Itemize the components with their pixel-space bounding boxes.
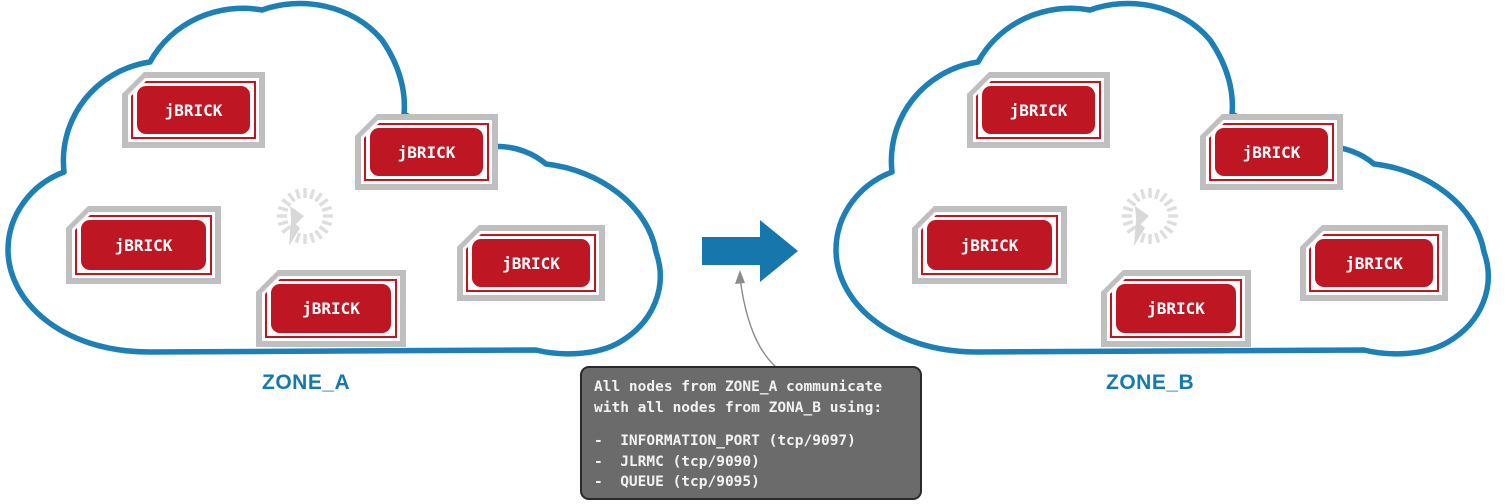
zone-b-label: ZONE_B	[1106, 371, 1195, 394]
node-label: jBRICK	[1242, 142, 1301, 162]
zone-a-label: ZONE_A	[262, 371, 351, 394]
jbrick-node[interactable]: jBRICK	[66, 206, 221, 284]
node-red-outline	[1309, 234, 1439, 292]
node-body: jBRICK	[1116, 284, 1236, 333]
node-body: jBRICK	[137, 86, 250, 134]
node-red-outline	[921, 215, 1058, 275]
node-body: jBRICK	[927, 220, 1052, 270]
node-red-outline	[1209, 123, 1334, 181]
node-body: jBRICK	[1215, 128, 1328, 176]
jbrick-node[interactable]: jBRICK	[912, 206, 1067, 284]
jbrick-node[interactable]: jBRICK	[122, 72, 265, 148]
jbrick-node[interactable]: jBRICK	[256, 270, 406, 347]
node-body: jBRICK	[1315, 239, 1433, 287]
node-red-outline	[976, 81, 1101, 139]
callout-line: All nodes from ZONE_A communicate	[594, 379, 883, 395]
callout-port-line: - INFORMATION_PORT (tcp/9097)	[594, 433, 856, 449]
node-red-outline	[75, 215, 212, 275]
node-body: jBRICK	[982, 86, 1095, 134]
node-red-outline	[131, 81, 256, 139]
node-body: jBRICK	[370, 128, 483, 176]
node-label: jBRICK	[397, 142, 456, 162]
node-body: jBRICK	[472, 239, 590, 287]
callout-port-line: - JLRMC (tcp/9090)	[594, 453, 760, 470]
jbrick-node[interactable]: jBRICK	[1300, 225, 1448, 301]
refresh-spinner-icon	[1115, 176, 1185, 263]
node-label: jBRICK	[114, 235, 173, 255]
node-red-outline	[265, 279, 397, 338]
refresh-spinner-icon	[270, 176, 340, 263]
jbrick-node[interactable]: jBRICK	[967, 72, 1110, 148]
node-label: jBRICK	[302, 299, 360, 318]
jbrick-node[interactable]: jBRICK	[355, 114, 498, 190]
right-arrow-icon	[702, 218, 800, 289]
node-red-outline	[364, 123, 489, 181]
callout-box: All nodes from ZONE_A communicate with a…	[580, 366, 922, 500]
jbrick-node[interactable]: jBRICK	[1101, 270, 1251, 347]
callout-line: with all nodes from ZONA_B using:	[594, 399, 883, 416]
node-body: jBRICK	[271, 284, 391, 333]
node-red-outline	[1110, 279, 1242, 338]
node-label: jBRICK	[1009, 100, 1068, 120]
node-label: jBRICK	[1147, 299, 1205, 318]
callout-port-line: - QUEUE (tcp/9095)	[594, 474, 760, 490]
node-body: jBRICK	[81, 220, 206, 270]
jbrick-node[interactable]: jBRICK	[1200, 114, 1343, 190]
jbrick-node[interactable]: jBRICK	[457, 225, 605, 301]
node-label: jBRICK	[1345, 253, 1403, 273]
node-red-outline	[466, 234, 596, 292]
node-label: jBRICK	[960, 235, 1019, 255]
node-label: jBRICK	[164, 100, 223, 120]
node-label: jBRICK	[502, 253, 560, 273]
callout-spacer	[594, 418, 908, 431]
